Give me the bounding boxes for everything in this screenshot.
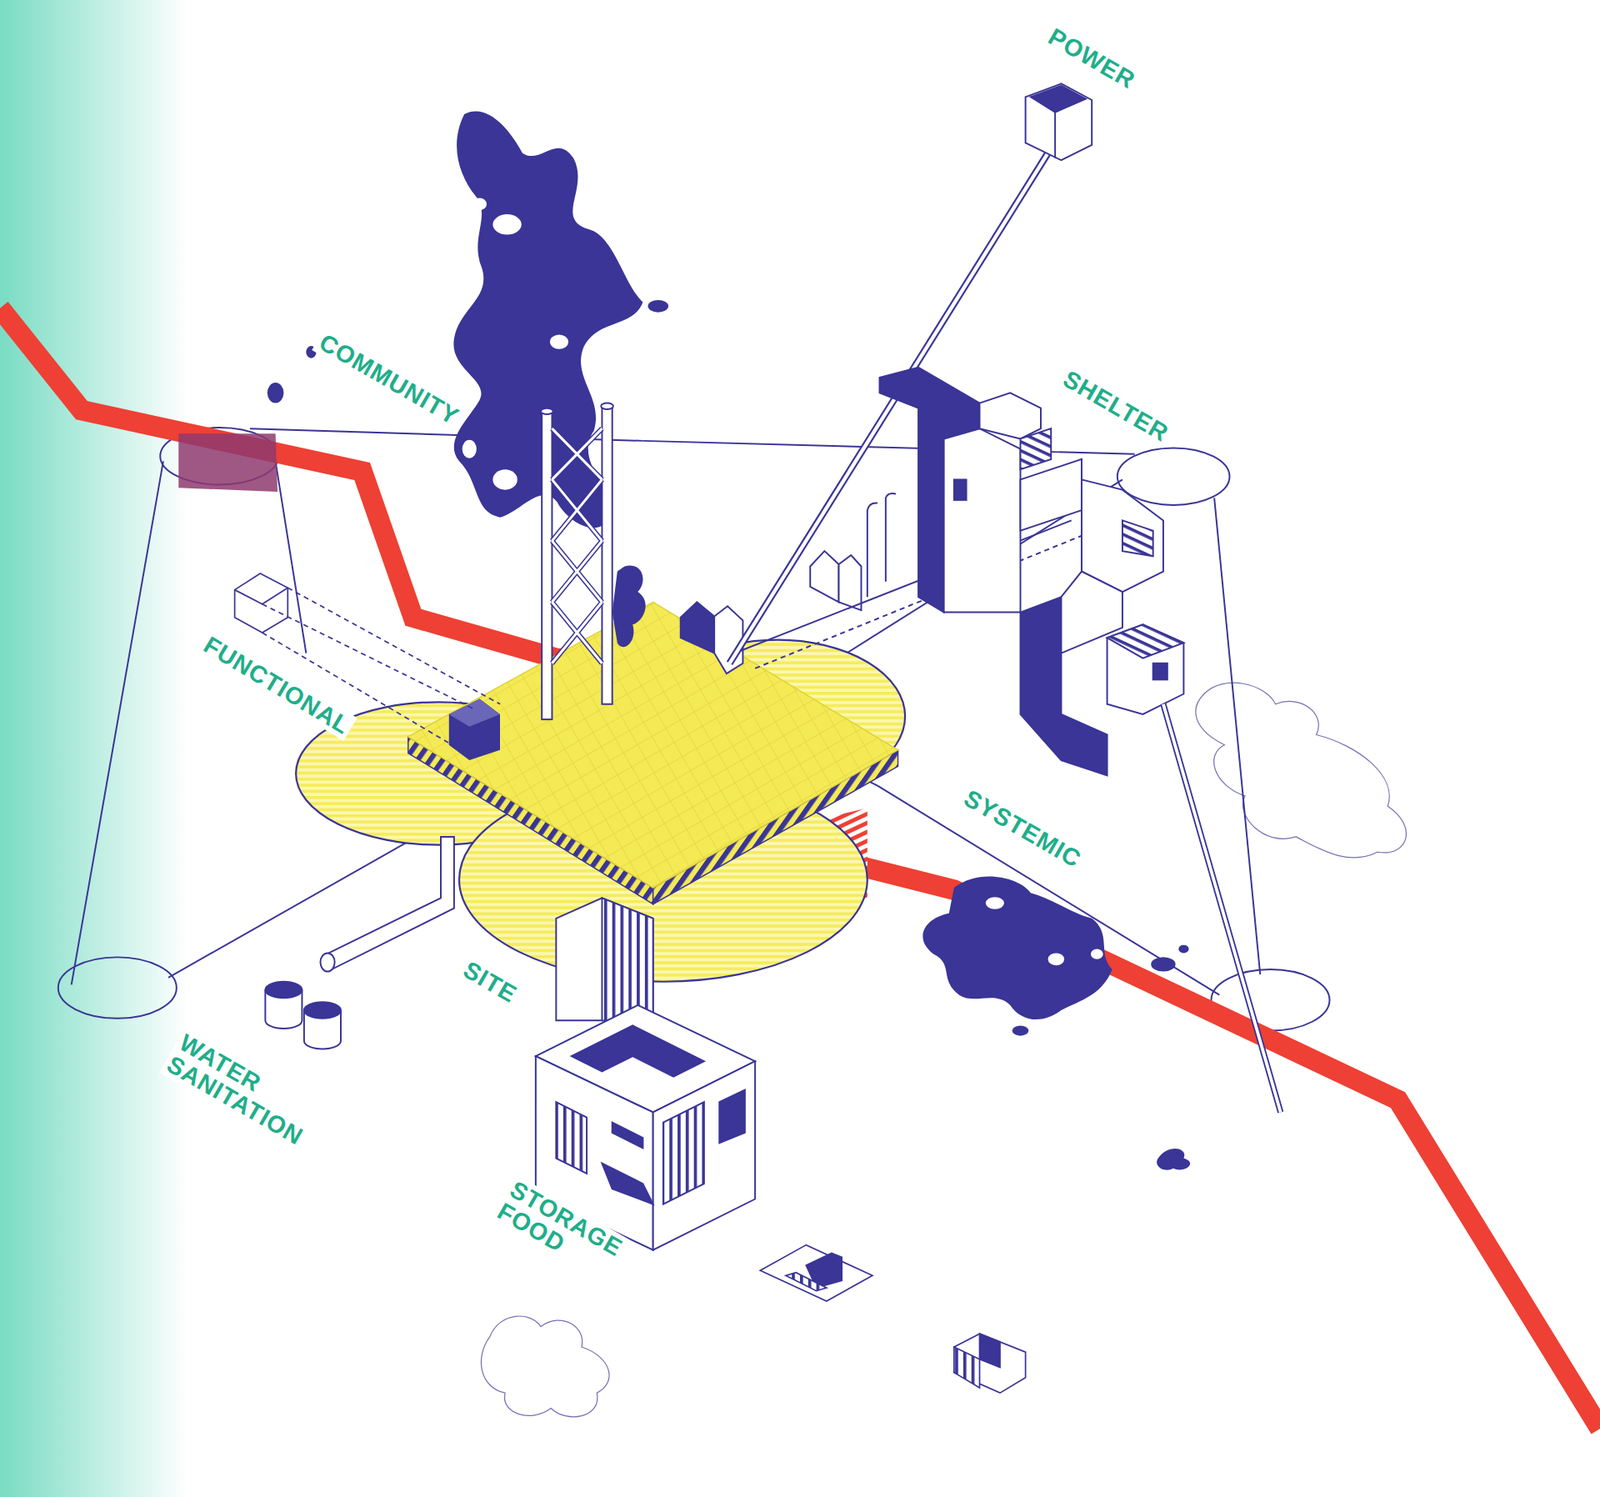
power-unit: [730, 83, 1093, 663]
systemic-blob: [985, 896, 1005, 910]
water-tanks: [265, 981, 341, 1050]
storage-building: [601, 1163, 653, 1205]
storage-building: [535, 897, 755, 1250]
systemic-blob: [1012, 1025, 1030, 1035]
community-blob: [550, 335, 569, 350]
lattice-tower: [541, 413, 552, 720]
frame-lines: [275, 460, 307, 653]
shelter-building: [1163, 704, 1281, 1113]
systemic-blob: [1156, 1148, 1190, 1170]
platform: [449, 699, 500, 727]
teal-gradient-band: [0, 0, 190, 1497]
community-blob: [267, 382, 285, 403]
shelter-building: [1020, 428, 1051, 470]
water-pipe: [320, 836, 454, 972]
frame-lines: [642, 440, 1135, 455]
red-band: [816, 855, 1600, 1429]
lattice-tower: [601, 408, 612, 705]
community-blob: [492, 214, 521, 235]
systemic-blob: [922, 875, 1112, 1020]
systemic-blob: [1090, 949, 1104, 960]
category-label: SYSTEMIC: [956, 782, 1089, 875]
platform: [408, 601, 899, 904]
community-blob: [462, 440, 477, 459]
platform: [408, 601, 899, 888]
lattice-tower: [600, 403, 614, 410]
storage-building: [719, 1090, 745, 1144]
frame-lines: [71, 460, 164, 985]
category-label: FUNCTIONAL: [195, 630, 358, 742]
shelter-building: [1107, 624, 1185, 658]
storage-building: [653, 1060, 755, 1250]
functional-cube: [287, 587, 500, 705]
storage-building: [555, 1101, 587, 1174]
houses: [839, 555, 862, 610]
houses: [867, 502, 878, 597]
storage-building: [612, 1122, 644, 1149]
shelter-building: [944, 428, 1021, 612]
power-unit: [730, 153, 1049, 664]
shelter-building: [980, 392, 1041, 439]
lattice-tower: [551, 428, 602, 664]
power-unit: [1025, 83, 1093, 160]
water-pipe: [320, 952, 335, 971]
systemic-blob: [959, 972, 1000, 997]
systemic-blob: [1150, 956, 1175, 971]
shelter-building: [1122, 520, 1154, 556]
small-blocks: [760, 1245, 1025, 1394]
category-label: SHELTER: [1055, 363, 1177, 449]
cloud-outlines: [480, 1315, 610, 1417]
community-blob: [492, 469, 517, 490]
houses: [810, 550, 839, 602]
water-tanks: [304, 1001, 341, 1019]
small-blocks: [954, 1346, 980, 1388]
functional-cube: [235, 587, 289, 605]
category-label: SITE: [455, 954, 525, 1010]
category-label: POWER: [1040, 20, 1143, 95]
shelter-building: [1020, 459, 1081, 531]
water-pipe: [324, 836, 455, 970]
community-blob: [472, 198, 487, 211]
houses: [680, 601, 715, 653]
lattice-tower: [551, 428, 602, 664]
frame-lines: [1117, 447, 1230, 505]
storage-building: [663, 1101, 705, 1204]
systemic-blob: [1048, 952, 1065, 965]
lattice-tower: [540, 408, 554, 415]
systemic-blob: [922, 875, 1190, 1170]
cloud-outlines: [1195, 682, 1407, 858]
shelter-building: [880, 367, 1281, 1113]
frame-lines: [58, 956, 177, 1018]
small-blocks: [980, 1333, 1000, 1367]
storage-building: [571, 1025, 705, 1076]
small-blocks: [954, 1333, 1026, 1393]
small-blocks: [760, 1245, 873, 1301]
water-tanks: [265, 981, 302, 999]
functional-cube: [235, 573, 500, 755]
platform: [449, 699, 500, 760]
functional-cube: [235, 573, 289, 633]
houses: [714, 605, 743, 674]
lattice-tower: [540, 403, 646, 720]
shelter-building: [1081, 479, 1164, 592]
shelter-building: [1153, 663, 1168, 680]
shelter-building: [1163, 704, 1281, 1113]
community-blob: [648, 300, 669, 313]
shelter-building: [954, 479, 967, 500]
power-unit: [1054, 112, 1056, 159]
cloud-outlines: [480, 682, 1406, 1417]
frame-lines: [58, 427, 1330, 1031]
category-label: COMMUNITY: [311, 326, 467, 432]
red-band-highlight: [178, 433, 278, 492]
systemic-blob: [1178, 945, 1189, 954]
power-unit: [1030, 85, 1086, 113]
lattice-tower: [612, 565, 646, 648]
power-unit: [730, 153, 1049, 664]
shelter-building: [1107, 624, 1185, 715]
houses: [885, 493, 896, 582]
small-blocks: [785, 1272, 827, 1291]
